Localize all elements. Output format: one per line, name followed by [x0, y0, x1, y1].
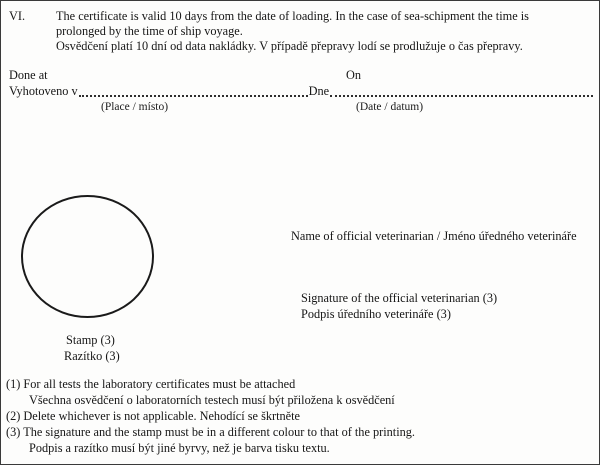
date-fill-line [330, 91, 593, 97]
footnote-1-cs: Všechna osvědčení o laboratorních testec… [29, 393, 395, 407]
footnote-3-cs: Podpis a razítko musí být jiné byrvy, ne… [29, 441, 330, 455]
place-caption: (Place / místo) [101, 101, 169, 113]
section-number: VI. [9, 9, 26, 23]
footnote-2: (2) Delete whichever is not applicable. … [6, 409, 300, 423]
footnote-3-en: (3) The signature and the stamp must be … [6, 425, 415, 439]
place-date-fill-row: Vyhotoveno v Dne [9, 83, 594, 99]
stamp-label-cs: Razítko (3) [64, 349, 120, 363]
signature-label-cs: Podpis úředního veterináře (3) [301, 307, 451, 321]
validity-line-1-en: The certificate is valid 10 days from th… [56, 9, 529, 23]
footnote-1-en: (1) For all tests the laboratory certifi… [6, 377, 296, 391]
certificate-validity-paragraph: The certificate is valid 10 days from th… [56, 9, 529, 54]
on-label-en: On [346, 68, 362, 82]
signature-label-en: Signature of the official veterinarian (… [301, 291, 498, 305]
validity-line-cs: Osvědčení platí 10 dní od data nakládky.… [56, 39, 523, 53]
stamp-placeholder-circle [21, 195, 154, 318]
place-fill-line [78, 91, 308, 97]
done-at-label-en: Done at [9, 68, 48, 82]
done-at-label-cs: Vyhotoveno v [9, 84, 78, 98]
on-label-cs: Dne [308, 84, 330, 98]
validity-line-2-en: prolonged by the time of ship voyage. [56, 24, 243, 38]
date-caption: (Date / datum) [356, 101, 424, 113]
veterinarian-name-label: Name of official veterinarian / Jméno úř… [291, 229, 577, 243]
stamp-label-en: Stamp (3) [66, 333, 115, 347]
